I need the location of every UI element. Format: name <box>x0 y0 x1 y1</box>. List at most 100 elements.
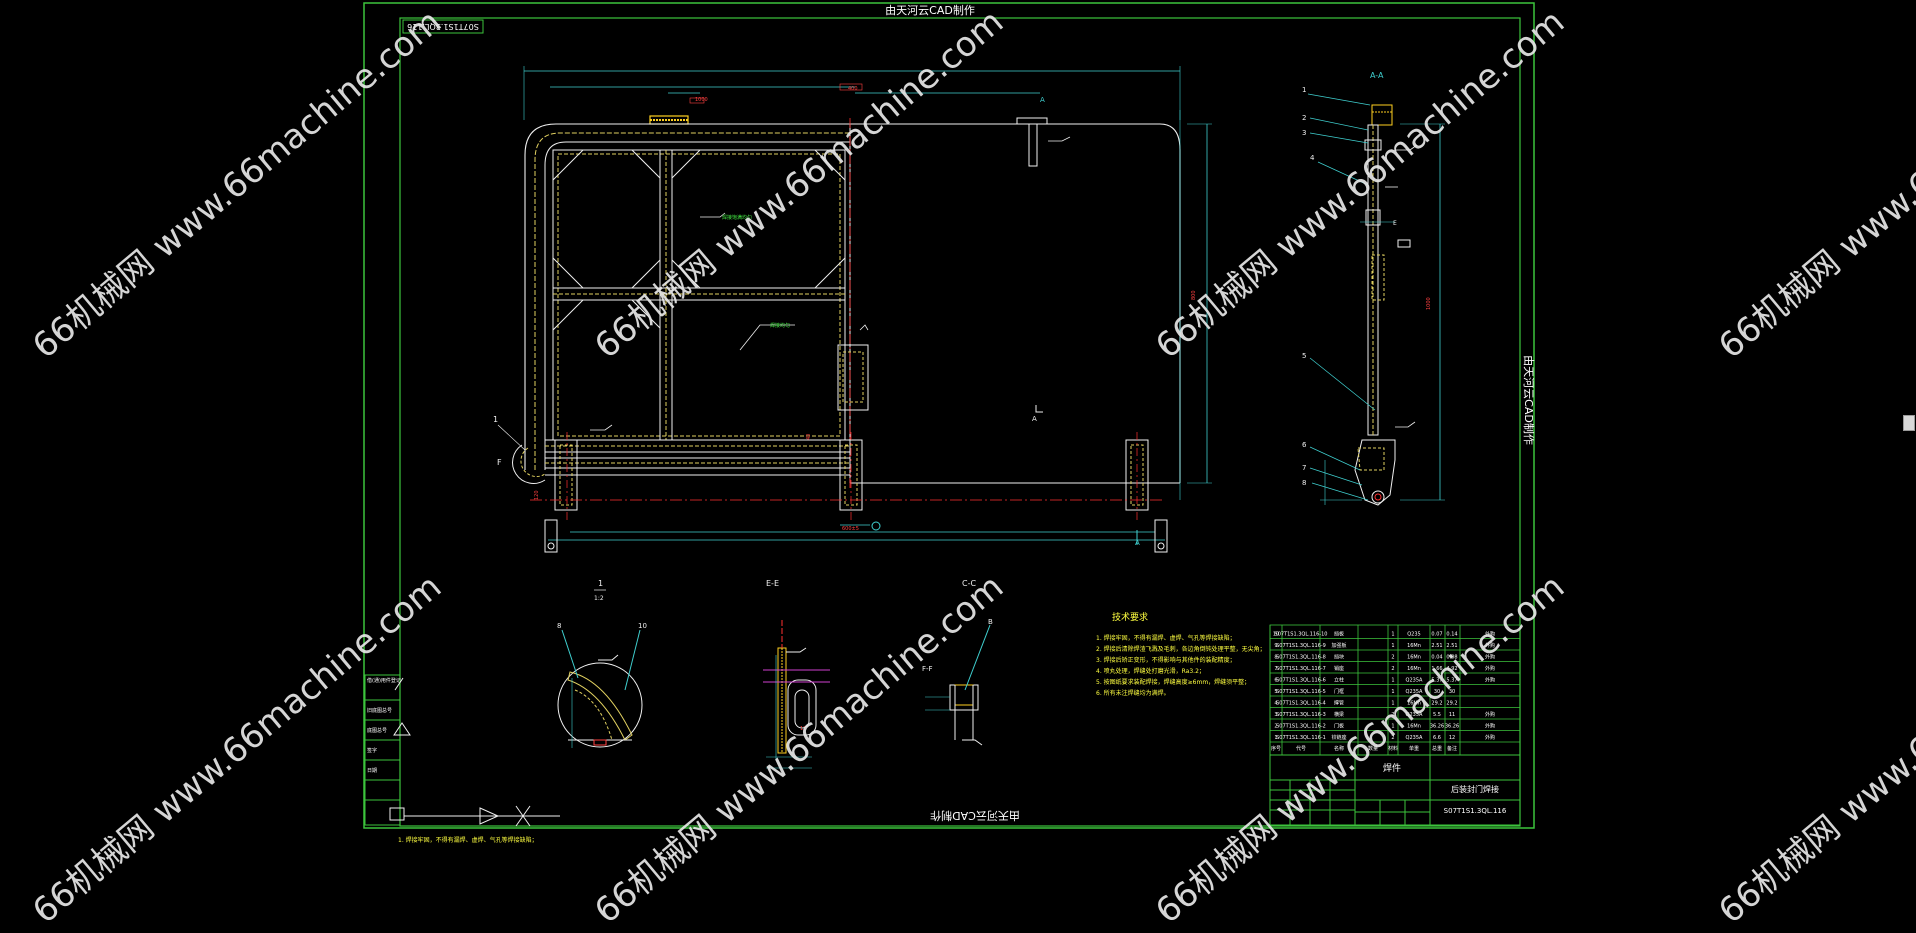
bom-cell-code: S07T1S1.3QL.116-1 <box>1276 735 1326 741</box>
bom-cell-qty: 1 <box>1391 701 1394 707</box>
bom-cell-w1: 0.07 <box>1431 632 1442 638</box>
cad-drawing: 由天河云CAD制作 由天河云CAD制作 由天河云CAD制作 S07T1S1.3Q… <box>363 2 1536 844</box>
svg-text:B: B <box>988 618 993 626</box>
title-block: 焊件 后装封门焊接 S07T1S1.3QL.116 <box>1269 754 1521 826</box>
bom-cell-w2: 5.37 <box>1446 678 1457 684</box>
bom-cell-w2: 0.08 <box>1446 655 1457 661</box>
side-balloon-1: 1 <box>1302 86 1306 94</box>
svg-text:E: E <box>1393 220 1397 227</box>
bom-cell-qty: 2 <box>1391 655 1394 661</box>
bom-cell-w1: 29.2 <box>1431 701 1442 707</box>
side-balloon-5: 5 <box>1302 352 1306 360</box>
detail-1-label: 1 <box>598 579 603 588</box>
bom-header-cell: 备注 <box>1447 745 1457 752</box>
bom-header-cell: 材料 <box>1388 745 1398 752</box>
bom-cell-name: 撑管 <box>1334 700 1344 707</box>
section-f-label: F-F <box>922 665 933 673</box>
tech-req-2: 2. 焊接后清除焊渣飞溅及毛刺，各边角倒钝处理平整，无尖角； <box>1096 645 1266 653</box>
bom-cell-note: 外购 <box>1485 723 1495 730</box>
side-balloon-7: 7 <box>1302 464 1306 472</box>
title-block-material: 焊件 <box>1383 762 1401 774</box>
svg-text:10: 10 <box>638 622 647 630</box>
bom-cell-qty: 1 <box>1391 678 1394 684</box>
bom-cell-no: 4 <box>1274 701 1277 707</box>
bom-cell-qty: 2 <box>1391 735 1394 741</box>
svg-text:焊接均匀: 焊接均匀 <box>770 322 790 329</box>
bom-cell-w1: 1.66 <box>1431 666 1442 672</box>
bom-header-cell: 名称 <box>1334 745 1344 752</box>
bom-cell-name: 门框 <box>1334 688 1344 695</box>
left-strip-2: 旧底图总号 <box>367 707 392 714</box>
left-strip-1: 借(通)用件登记 <box>367 677 401 684</box>
svg-text:1000: 1000 <box>695 97 708 103</box>
outer-sheet-border <box>363 2 1535 829</box>
section-e-label: E-E <box>766 579 779 588</box>
bom-cell-no: 10 <box>1273 632 1279 638</box>
bom-cell-name: 销座 <box>1334 665 1344 672</box>
front-view: A A A 焊接饱满均匀 焊接均匀 1 F 1000 400 800 120 4… <box>493 66 1212 553</box>
bom-cell-name: 加强板 <box>1331 642 1346 649</box>
view-marker-a2: A <box>1040 96 1045 104</box>
svg-text:8: 8 <box>557 622 561 630</box>
bom-cell-note: 外购 <box>1485 677 1495 684</box>
left-strip-3: 底图总号 <box>367 727 387 734</box>
bom-cell-qty: 1 <box>1391 724 1394 730</box>
balloon-left-1: 1 <box>493 415 498 424</box>
bom-cell-no: 9 <box>1274 643 1277 649</box>
bom-cell-no: 6 <box>1274 678 1277 684</box>
bom-cell-name: 立柱 <box>1334 677 1344 684</box>
bom-cell-w1: 5.5 <box>1433 712 1441 718</box>
view-marker-a1: A <box>1135 539 1140 547</box>
bom-cell-note: 外购 <box>1485 734 1495 741</box>
left-strip-4: 签字 <box>367 747 377 754</box>
bom-cell-no: 7 <box>1274 666 1277 672</box>
bom-cell-mat: Q235 <box>1407 632 1420 638</box>
side-balloon-3: 3 <box>1302 129 1306 137</box>
technical-requirements: 技术要求 1. 焊接牢固，不得有漏焊、虚焊、气孔等焊接缺陷； 2. 焊接后清除焊… <box>1096 611 1266 697</box>
bom-cell-no: 1 <box>1274 735 1277 741</box>
title-block-code: S07T1S1.3QL.116 <box>1444 807 1507 815</box>
bom-cell-note: 外购 <box>1485 711 1495 718</box>
svg-text:120: 120 <box>534 490 540 500</box>
section-c-label: C-C <box>962 579 976 588</box>
svg-text:12: 12 <box>800 726 806 732</box>
bom-header-cell: 序号 <box>1271 745 1281 752</box>
bom-cell-mat: 16Mn <box>1407 701 1421 707</box>
bom-cell-w1: 0.04 <box>1431 655 1442 661</box>
side-balloon-4: 4 <box>1310 154 1315 162</box>
bom-header-cell: 数量 <box>1368 745 1378 752</box>
drawing-number-text: S07T1S1.3QL.116 <box>407 22 479 31</box>
bom-cell-w2: 36.26 <box>1445 724 1459 730</box>
bottom-note: 1. 焊接牢固，不得有漏焊、虚焊、气孔等焊接缺陷； <box>398 836 538 844</box>
tech-req-4: 4. 喷丸处理，焊缝处打磨光滑，Ra3.2； <box>1096 667 1205 675</box>
detail-view-1: 1 1:2 8 10 <box>557 579 647 748</box>
bom-cell-code: S07T1S1.3QL.116-5 <box>1276 689 1326 695</box>
bom-cell-no: 2 <box>1274 724 1277 730</box>
tech-req-1: 1. 焊接牢固，不得有漏焊、虚焊、气孔等焊接缺陷； <box>1096 634 1236 642</box>
title-block-name: 后装封门焊接 <box>1451 784 1499 794</box>
bom-cell-w1: 2.51 <box>1431 643 1442 649</box>
left-register-strip: 借(通)用件登记 旧底图总号 底图总号 签字 日期 1. 焊接牢固，不得有漏焊、… <box>364 674 560 844</box>
vertical-scrollbar-thumb[interactable] <box>1903 415 1915 431</box>
bom-cell-mat: 16Mn <box>1407 724 1421 730</box>
side-view: A-A E 1000 1 2 3 4 5 6 <box>1302 71 1445 506</box>
svg-text:800: 800 <box>1191 290 1197 300</box>
tech-req-6: 6. 所有未注焊缝均为满焊。 <box>1096 689 1170 697</box>
left-strip-5: 日期 <box>367 768 377 774</box>
bom-cell-mat: Q235A <box>1406 712 1423 718</box>
drawing-number-box <box>402 19 484 34</box>
svg-text:400: 400 <box>848 86 858 92</box>
svg-text:1000: 1000 <box>1426 297 1432 310</box>
bom-cell-w1: 30 <box>1434 689 1440 695</box>
side-balloon-2: 2 <box>1302 114 1306 122</box>
bom-cell-qty: 1 <box>1391 643 1394 649</box>
bom-cell-name: 门板 <box>1334 723 1344 730</box>
frame-title-side: 由天河云CAD制作 <box>1522 355 1536 445</box>
bom-cell-w2: 0.14 <box>1446 632 1457 638</box>
bom-cell-name: 挡块 <box>1334 654 1344 661</box>
frame-title-bottom: 由天河云CAD制作 <box>930 809 1020 823</box>
bom-cell-w2: 4.92 <box>1446 666 1457 672</box>
svg-text:40: 40 <box>806 434 812 440</box>
